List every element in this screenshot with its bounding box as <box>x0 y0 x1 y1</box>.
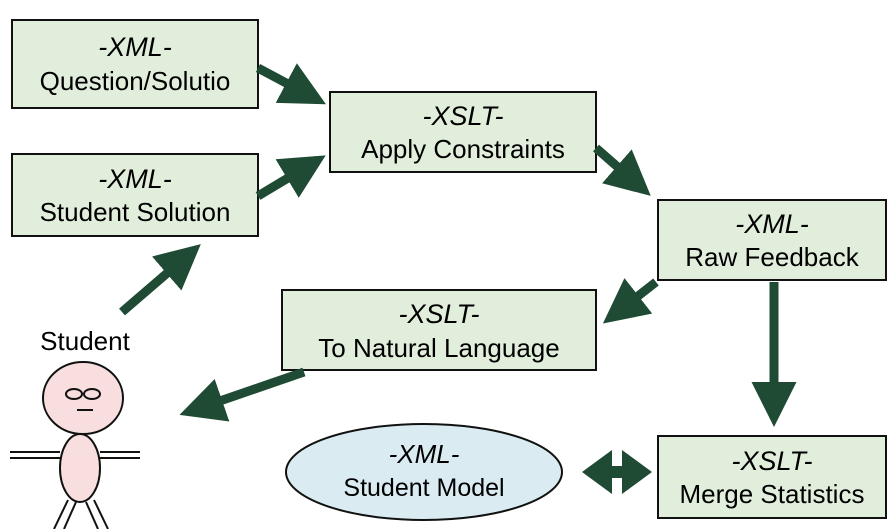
arrow-constraints-to-feedback <box>593 144 651 196</box>
merge-statistics-tag: -XSLT- <box>731 446 812 476</box>
apply-constraints-box: -XSLT- Apply Constraints <box>329 91 597 173</box>
student-solution-label: Student Solution <box>40 197 231 227</box>
arrow-student-to-solution <box>119 244 201 316</box>
student-model-label: Student Model <box>343 474 504 502</box>
question-solution-label: Question/Solutio <box>40 66 231 96</box>
merge-statistics-box: -XSLT- Merge Statistics <box>657 435 887 519</box>
apply-constraints-label: Apply Constraints <box>361 134 565 164</box>
to-natural-language-box: -XSLT- To Natural Language <box>281 289 597 371</box>
raw-feedback-box: -XML- Raw Feedback <box>657 199 887 281</box>
arrow-question-to-constraints <box>255 63 326 105</box>
to-natural-language-tag: -XSLT- <box>398 299 479 329</box>
apply-constraints-tag: -XSLT- <box>422 101 503 131</box>
student-figure-icon <box>10 361 140 529</box>
to-natural-language-label: To Natural Language <box>318 333 559 363</box>
student-model-tag: -XML- <box>389 439 460 469</box>
student-solution-tag: -XML- <box>98 164 172 194</box>
raw-feedback-tag: -XML- <box>735 209 809 239</box>
student-label: Student <box>40 326 130 356</box>
question-solution-box: -XML- Question/Solutio <box>11 19 259 109</box>
arrow-language-to-student <box>179 367 306 422</box>
raw-feedback-label: Raw Feedback <box>685 242 859 272</box>
arrow-model-merge-bidirectional <box>582 450 652 494</box>
student-model-ellipse: -XML- Student Model <box>285 423 563 521</box>
student-solution-box: -XML- Student Solution <box>11 153 259 237</box>
merge-statistics-label: Merge Statistics <box>680 479 865 509</box>
arrow-solution-to-constraints <box>255 155 326 200</box>
question-solution-tag: -XML- <box>98 32 172 62</box>
arrow-feedback-to-language <box>602 278 659 324</box>
